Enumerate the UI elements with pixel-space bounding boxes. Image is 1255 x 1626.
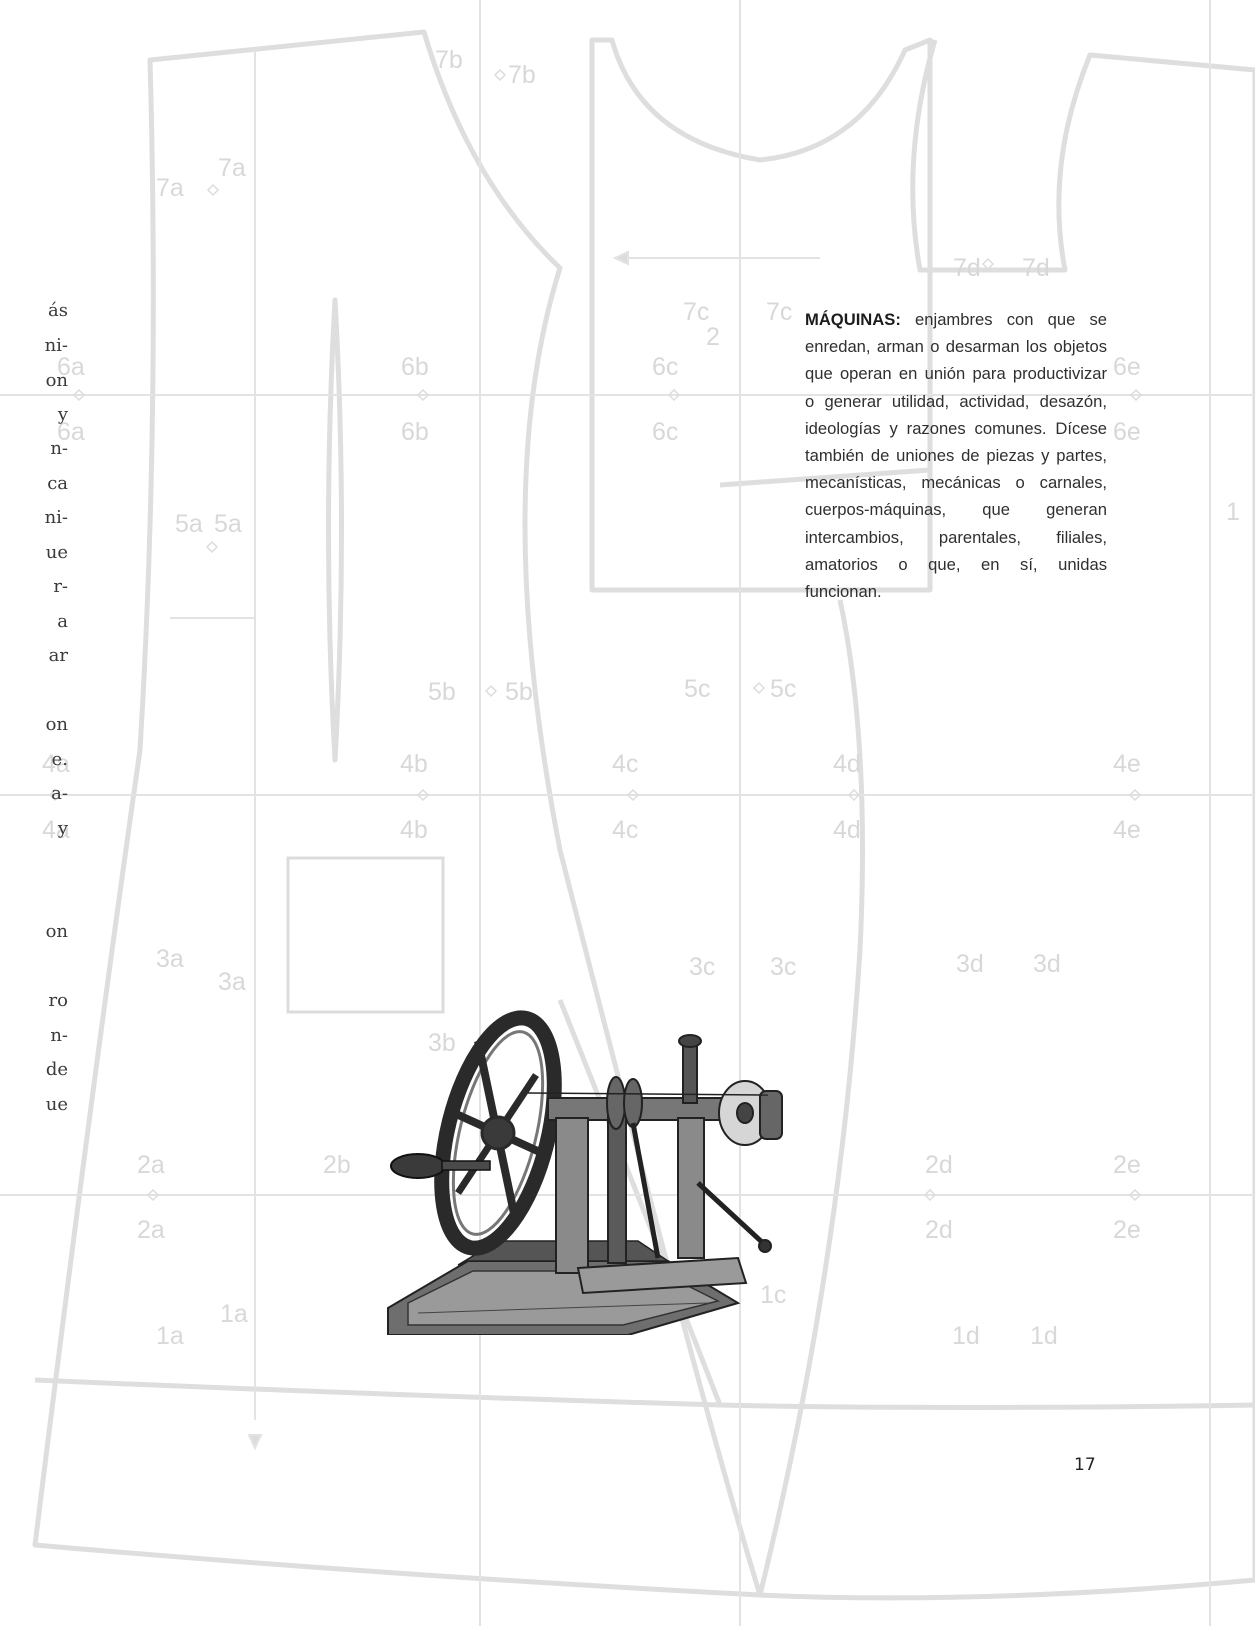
cropped-text-line: on (45, 370, 68, 391)
pattern-lines (32, 29, 1255, 1601)
pattern-label-7d: 7d (953, 254, 981, 282)
pattern-label-4e: 4e (1113, 750, 1141, 778)
cropped-text-line: e. (51, 749, 68, 770)
pattern-label-7d: 7d (1022, 254, 1050, 282)
sewing-machine-illustration (387, 1010, 783, 1335)
pattern-label-6c: 6c (652, 418, 678, 446)
cropped-text-line: ca (47, 473, 68, 494)
definition-body: enjambres con que se enredan, arman o de… (805, 310, 1107, 602)
pattern-label-2e: 2e (1113, 1151, 1141, 1179)
pattern-label-2e: 2e (1113, 1216, 1141, 1244)
cropped-text-line: y (57, 818, 68, 839)
cropped-text-line: on (45, 714, 68, 735)
pattern-label-7b: 7b (508, 61, 536, 89)
pattern-label-1a: 1a (220, 1300, 248, 1328)
pattern-label-4d: 4d (833, 750, 861, 778)
pattern-label-4a: 4a (42, 816, 70, 844)
pattern-label-7a: 7a (218, 154, 246, 182)
cropped-text-line: ue (45, 542, 68, 563)
pattern-label-5a: 5a (214, 510, 242, 538)
cropped-text-line: y (57, 404, 68, 425)
pattern-label-4c: 4c (612, 816, 638, 844)
pattern-label-3a: 3a (218, 968, 246, 996)
cropped-text-line: de (45, 1059, 68, 1080)
pattern-label-6b: 6b (401, 418, 429, 446)
pattern-label-6e: 6e (1113, 353, 1141, 381)
pattern-label-4c: 4c (612, 750, 638, 778)
pattern-label-6a: 6a (57, 418, 85, 446)
pattern-labels: 7a 7a 7b 7b 7c 7c 7d 7d 6a 6a 6b 6b 6c 6… (42, 46, 1240, 1350)
pattern-label-5c: 5c (770, 675, 796, 703)
machine-frame (527, 1034, 783, 1295)
pattern-label-4a: 4a (42, 750, 70, 778)
pattern-label-1a: 1a (156, 1322, 184, 1350)
pattern-label-1d: 1d (1030, 1322, 1058, 1350)
pattern-label-6b: 6b (401, 353, 429, 381)
cropped-text-line: n- (50, 438, 68, 459)
cropped-text-line: a- (51, 783, 68, 804)
pattern-label-6e: 6e (1113, 418, 1141, 446)
pattern-label-6c: 6c (652, 353, 678, 381)
machine-crank-handle (390, 1153, 491, 1179)
pattern-label-5a: 5a (175, 510, 203, 538)
pattern-label-2a: 2a (137, 1151, 165, 1179)
pattern-label-4e: 4e (1113, 816, 1141, 844)
cropped-text-line: r- (53, 576, 68, 597)
pattern-label-3c: 3c (770, 953, 796, 981)
pattern-label-3c: 3c (689, 953, 715, 981)
pattern-label-4b: 4b (400, 816, 428, 844)
machine-handwheel (434, 1010, 562, 1256)
page-number: 17 (1074, 1455, 1096, 1475)
pattern-label-2b: 2b (323, 1151, 351, 1179)
cropped-text-line: a (57, 611, 68, 632)
definition-term: MÁQUINAS: (805, 310, 901, 329)
pattern-label-2d: 2d (925, 1216, 953, 1244)
cropped-text-line: n- (50, 1025, 68, 1046)
pattern-label-7c: 7c (766, 298, 792, 326)
pattern-label-3d: 3d (956, 950, 984, 978)
cropped-text-line: ar (48, 645, 68, 666)
pattern-label-5b: 5b (505, 678, 533, 706)
pattern-label-5b: 5b (428, 678, 456, 706)
cropped-text-line: ni- (44, 335, 68, 356)
pattern-label-3a: 3a (156, 945, 184, 973)
pattern-label-3b: 3b (428, 1029, 456, 1057)
cropped-text-line: on (45, 921, 68, 942)
pattern-label-2: 2 (706, 323, 720, 351)
pattern-label-4b: 4b (400, 750, 428, 778)
pattern-label-7c: 7c (683, 298, 709, 326)
pattern-label-7b: 7b (435, 46, 463, 74)
cropped-text-line: ás (48, 300, 68, 321)
pattern-label-3d: 3d (1033, 950, 1061, 978)
cropped-text-line: ue (45, 1094, 68, 1115)
pattern-diamond-markers (48, 68, 1143, 1202)
pattern-label-4d: 4d (833, 816, 861, 844)
pattern-label-2d: 2d (925, 1151, 953, 1179)
cropped-text-line: ro (48, 990, 68, 1011)
pattern-label-5c: 5c (684, 675, 710, 703)
pattern-label-1d: 1d (952, 1322, 980, 1350)
cropped-text-line: ni- (44, 507, 68, 528)
pattern-label-1: 1 (1226, 498, 1240, 526)
pattern-label-2a: 2a (137, 1216, 165, 1244)
pattern-label-7a: 7a (156, 174, 184, 202)
pattern-label-1c: 1c (760, 1281, 786, 1309)
pattern-label-6a: 6a (57, 353, 85, 381)
definition-paragraph: MÁQUINAS: enjambres con que se enredan, … (805, 306, 1107, 605)
